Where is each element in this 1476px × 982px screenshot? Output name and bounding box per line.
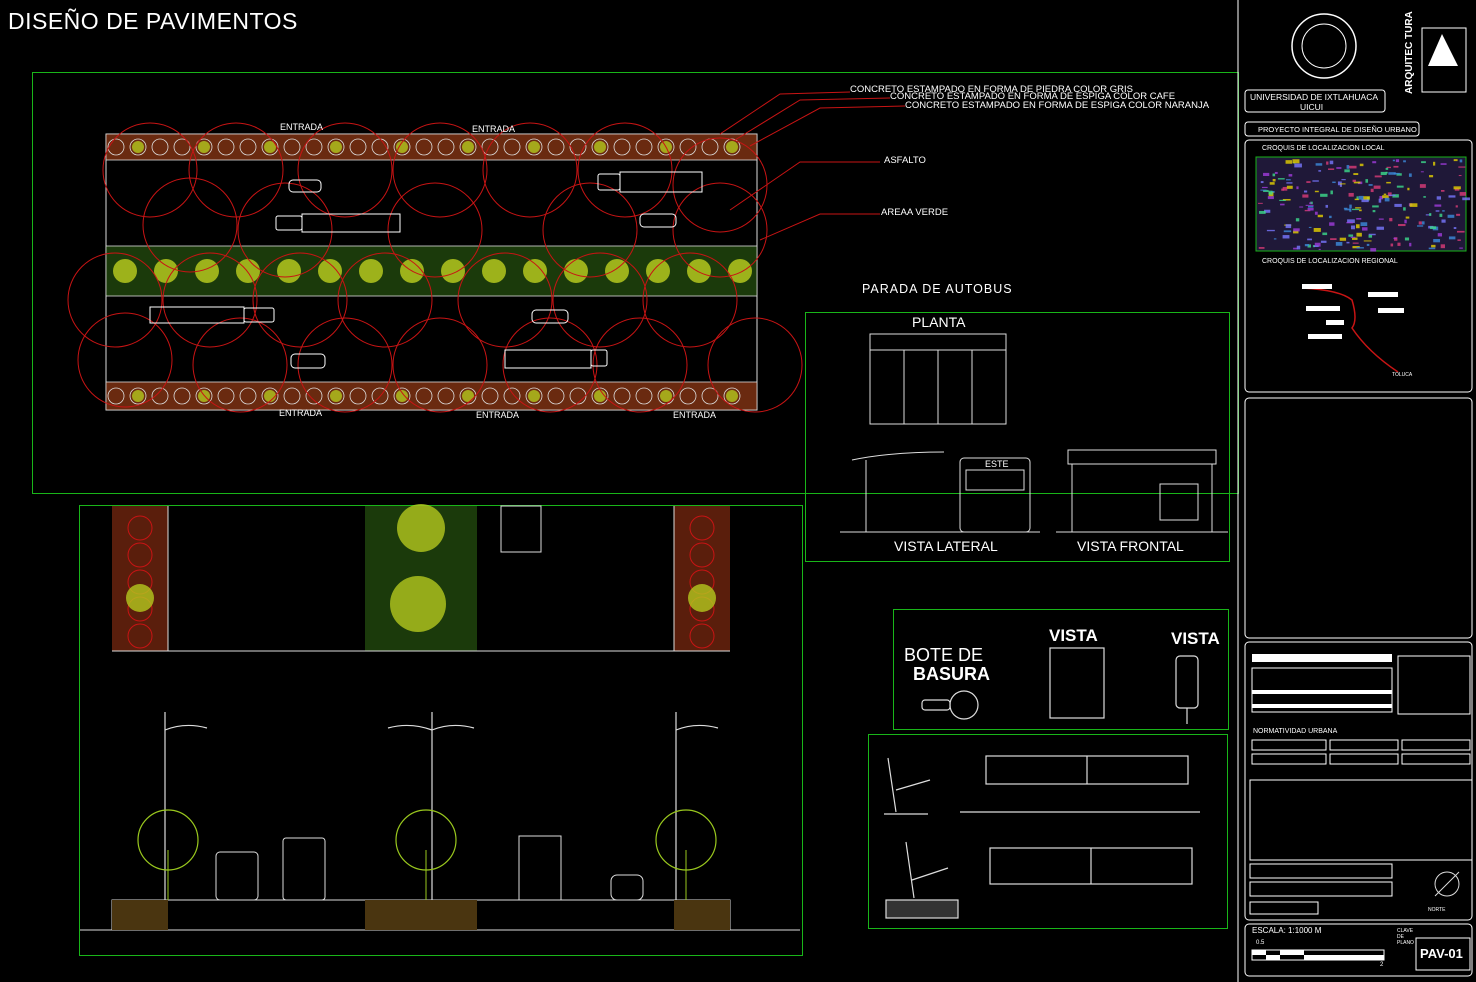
north-label: NORTE [1428,907,1446,913]
entrance-label: ENTRADA [279,408,323,418]
legend-green-area: AREAA VERDE [881,207,949,218]
bus-sign: ESTE [985,459,1009,469]
scale-label: ESCALA: 1:1000 M [1252,926,1322,935]
legend-herringbone-brown: CONCRETO ESTAMPADO EN FORMA DE ESPIGA CO… [890,91,1176,102]
bench-frame [868,734,1228,929]
project-name: PROYECTO INTEGRAL DE DISEÑO URBANO [1258,125,1417,134]
legend-stone-gray: CONCRETO ESTAMPADO EN FORMA DE PIEDRA CO… [850,84,1133,95]
bin-view-2: VISTA [1171,629,1220,648]
scale-end: 2 [1380,962,1384,968]
scale-unit: 0.5 [1256,940,1265,946]
page-title: DISEÑO DE PAVIMENTOS [8,8,298,34]
bus-stop-frame [805,312,1230,562]
front-view-label: VISTA FRONTAL [1077,538,1184,554]
plan-key: PAV-01 [1420,946,1463,961]
bus-stop-title: PARADA DE AUTOBUS [862,282,1013,296]
entrance-label: ENTRADA [280,122,324,132]
entrance-label: ENTRADA [472,124,516,134]
logo-text: ARQUITEC TURA [1404,11,1415,94]
local-map-label: CROQUIS DE LOCALIZACION LOCAL [1262,145,1385,152]
section-frame [79,505,803,956]
bin-frame [893,609,1229,730]
university-name: UNIVERSIDAD DE IXTLAHUACA [1250,92,1378,102]
regional-map-label: CROQUIS DE LOCALIZACION REGIONAL [1262,258,1398,265]
legend-herringbone-orange: CONCRETO ESTAMPADO EN FORMA DE ESPIGA CO… [905,100,1210,111]
key-label: CLAVE DE PLANO [1397,928,1414,946]
side-view-label: VISTA LATERAL [894,538,998,554]
entrance-label: ENTRADA [673,410,717,420]
normatividad-label: NORMATIVIDAD URBANA [1253,728,1338,735]
entrance-label: ENTRADA [476,410,520,420]
bin-label-2: BASURA [913,664,991,684]
bus-stop-plan-label: PLANTA [912,314,966,330]
university-short: UICUI [1300,102,1324,112]
regional-town: TOLUCA [1392,372,1413,378]
legend-asphalt: ASFALTO [884,155,926,166]
bin-label-1: BOTE DE [904,645,984,665]
bin-view-1: VISTA [1049,626,1098,645]
